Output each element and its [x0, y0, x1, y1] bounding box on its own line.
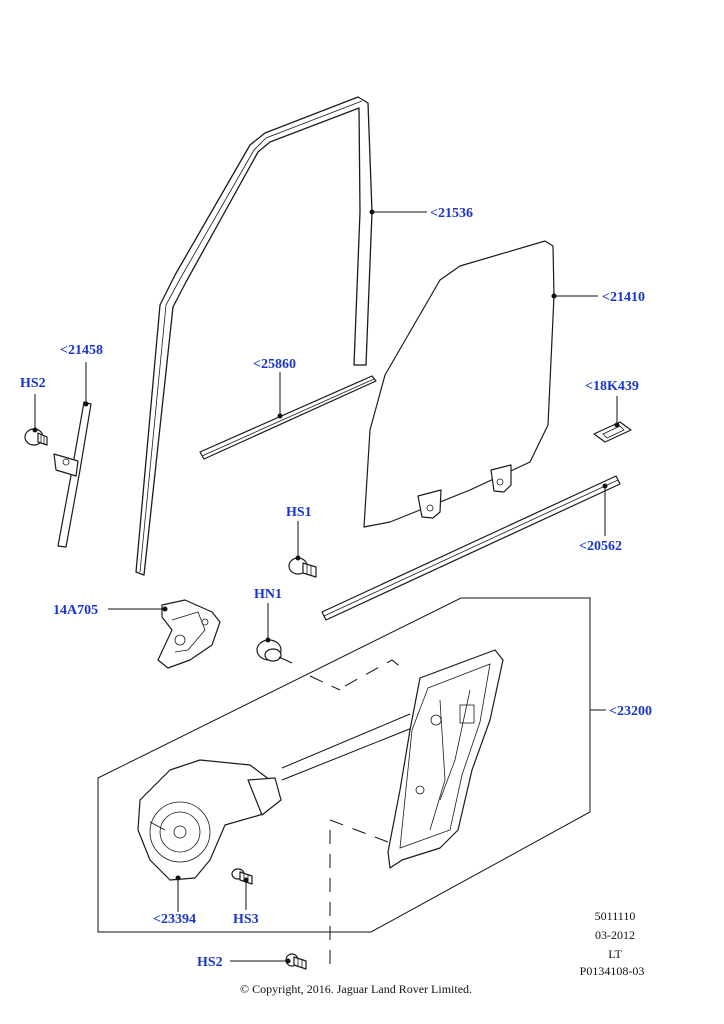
- callout-leaders: [32, 209, 620, 964]
- callout-hs2-lower[interactable]: HS2: [197, 955, 223, 970]
- seal-pad-part: [593, 421, 632, 443]
- diagram-code: 5011110: [595, 909, 636, 923]
- assembly-guide-lines: [281, 659, 413, 968]
- callout-18k439[interactable]: <18K439: [585, 379, 639, 394]
- callout-21536[interactable]: <21536: [430, 206, 473, 221]
- callout-14a705[interactable]: 14A705: [53, 603, 98, 618]
- callout-hs2-upper[interactable]: HS2: [20, 376, 46, 391]
- door-glass-part: [363, 240, 555, 528]
- callout-hs1[interactable]: HS1: [286, 505, 312, 520]
- callout-hn1[interactable]: HN1: [254, 587, 282, 602]
- door-check-bracket-part: [157, 599, 221, 669]
- callout-21458[interactable]: <21458: [60, 343, 103, 358]
- belt-weatherstrip-part: [199, 375, 377, 460]
- diagram-date: 03-2012: [595, 928, 635, 942]
- bolt-hs1-part: [288, 557, 317, 578]
- window-regulator-part: [387, 649, 504, 869]
- window-run-retainer-part: [53, 401, 92, 548]
- glass-run-channel-part: [135, 96, 373, 576]
- regulator-assembly-box: [97, 597, 591, 933]
- nut-hn1-part: [256, 639, 293, 664]
- callout-23200[interactable]: <23200: [609, 704, 652, 719]
- bolt-hs3-part: [231, 868, 253, 885]
- callout-25860[interactable]: <25860: [253, 357, 296, 372]
- diagram-reference: P0134108-03: [580, 964, 645, 978]
- bolt-hs2-upper-part: [24, 428, 48, 446]
- callout-20562[interactable]: <20562: [579, 539, 622, 554]
- callout-hs3[interactable]: HS3: [233, 912, 259, 927]
- callout-23394[interactable]: <23394: [153, 912, 196, 927]
- copyright-notice: © Copyright, 2016. Jaguar Land Rover Lim…: [240, 982, 472, 996]
- window-motor-part: [137, 759, 282, 881]
- inner-belt-strip-part: [321, 475, 621, 621]
- callout-21410[interactable]: <21410: [602, 290, 645, 305]
- diagram-side: LT: [608, 947, 622, 961]
